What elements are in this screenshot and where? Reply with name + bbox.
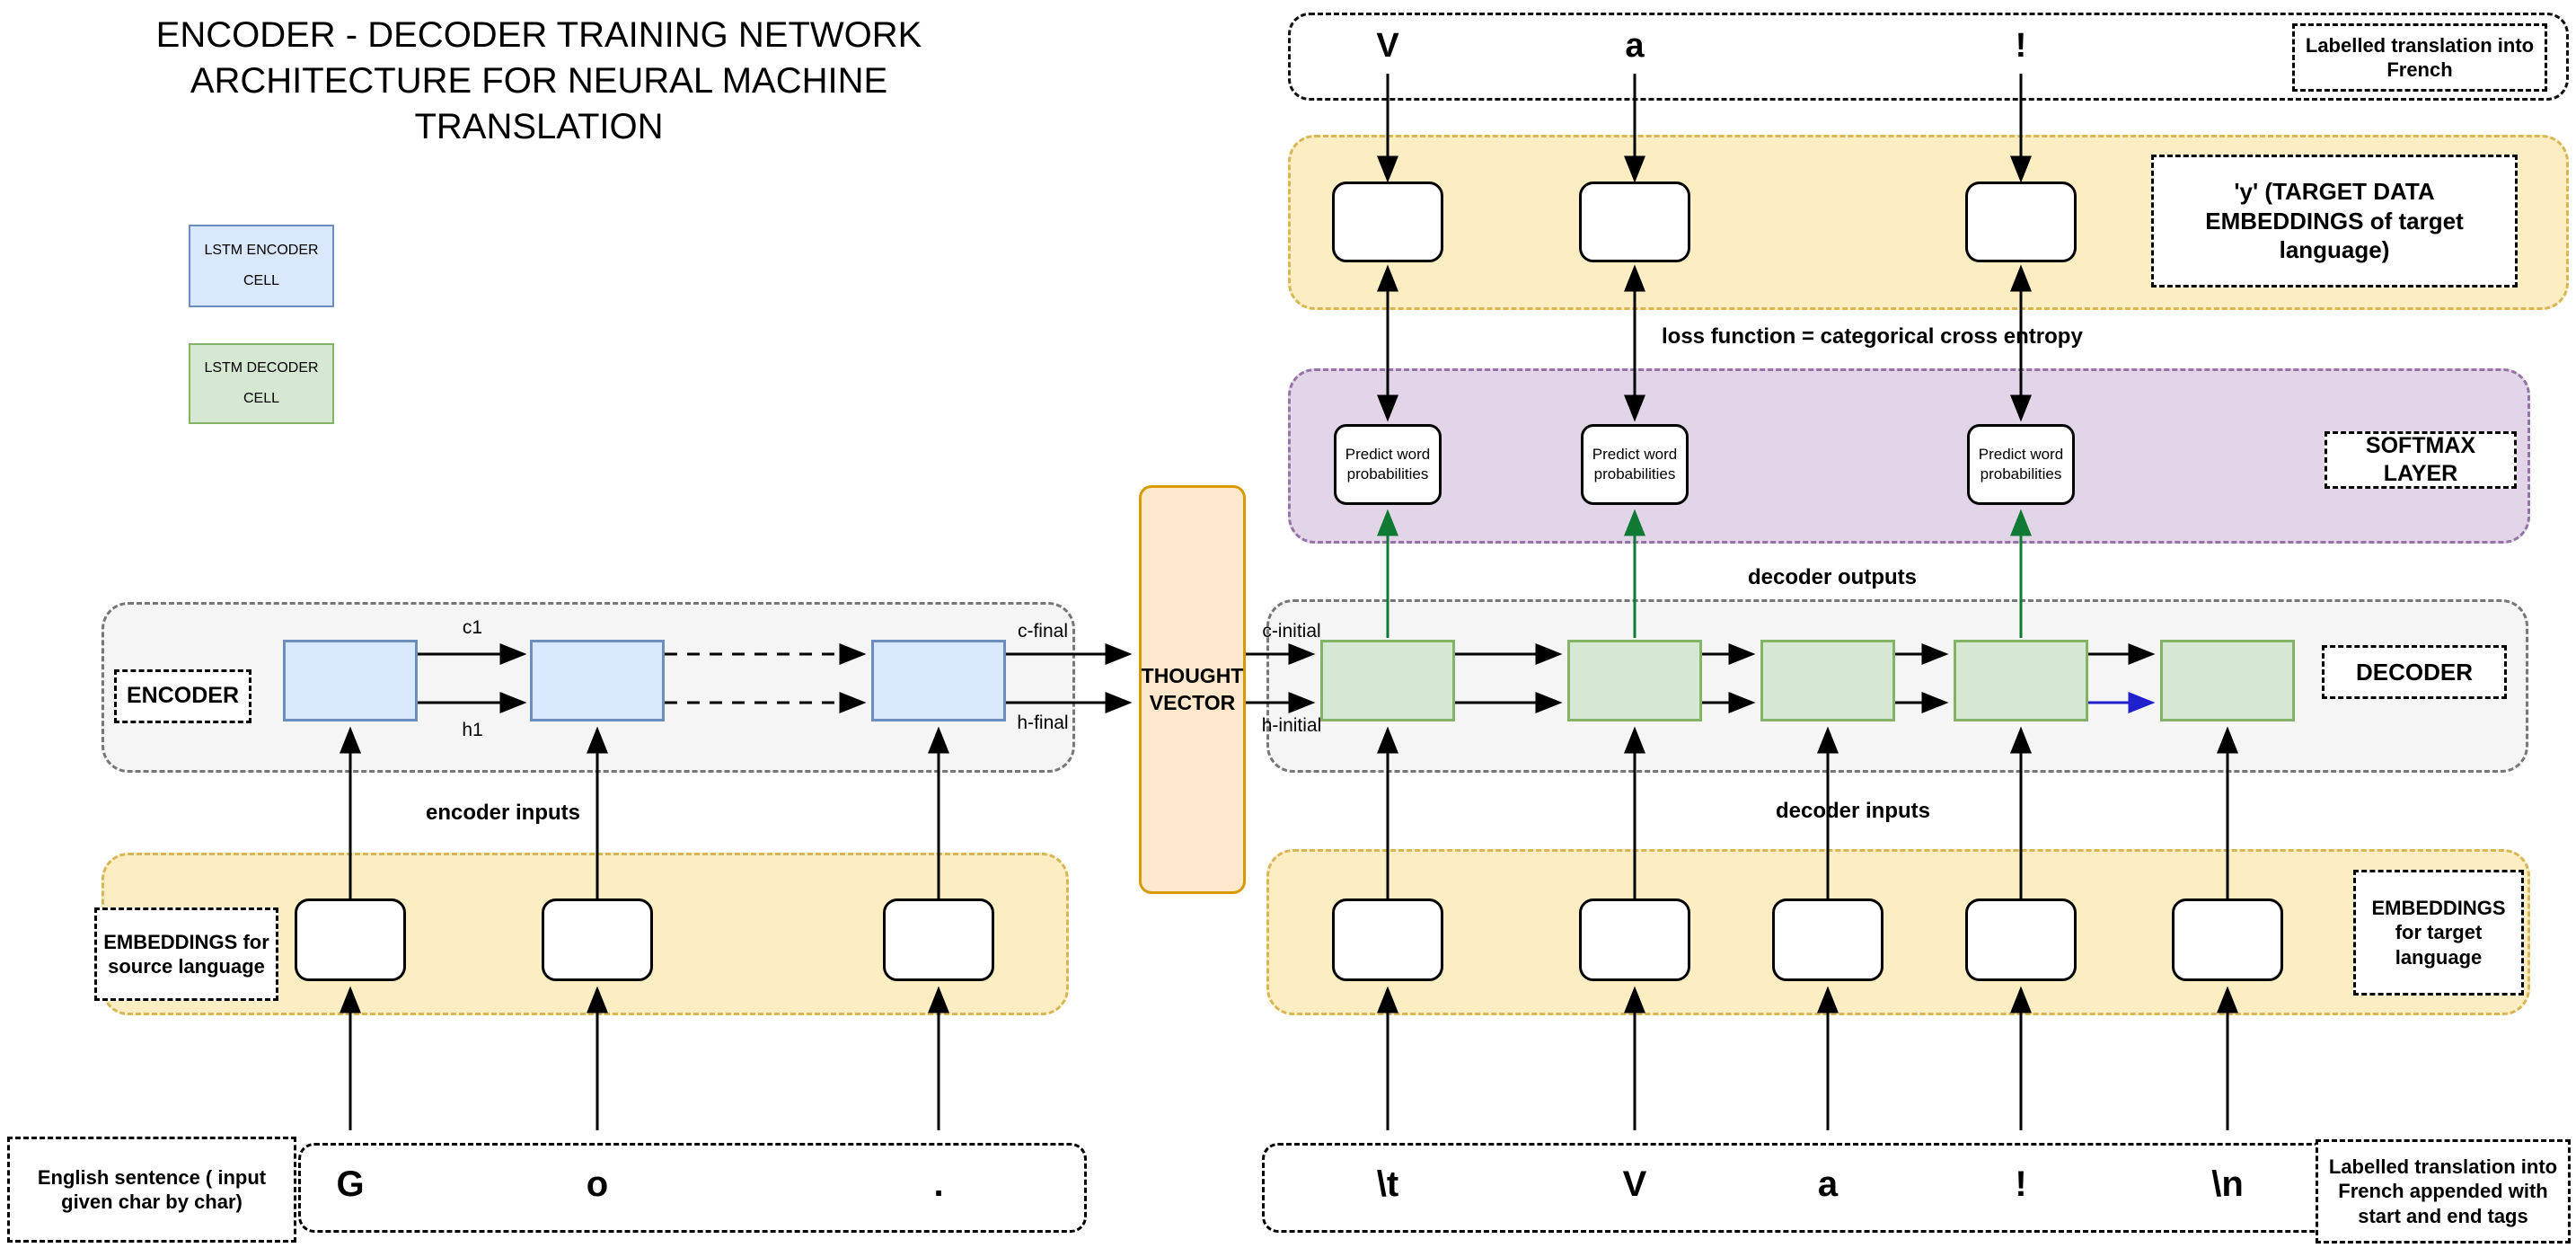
input-char-o: o [586, 1164, 609, 1204]
decoder-cell-5 [2160, 640, 2295, 721]
predict-box-2-text: Predict word probabilities [1592, 445, 1678, 482]
predict-box-1-text: Predict word probabilities [1345, 445, 1431, 482]
loss-function-label: loss function = categorical cross entrop… [1662, 324, 2083, 349]
source-embedding-box-1 [295, 898, 406, 981]
decoder-cell-1 [1320, 640, 1455, 721]
encoder-inputs-label: encoder inputs [425, 801, 581, 825]
encoder-cell-3 [871, 640, 1006, 721]
predict-box-2: Predict word probabilities [1581, 424, 1689, 505]
target-sentence-caption: Labelled translation into French appende… [2316, 1139, 2571, 1244]
output-char-v: V [1376, 27, 1399, 65]
target-embedding-box-3 [1965, 181, 2077, 262]
source-embedding-box-2 [542, 898, 653, 981]
source-embeddings-label: EMBEDDINGS for source language [94, 907, 278, 1001]
legend-lstm-encoder-cell: LSTM ENCODER CELL [189, 225, 334, 307]
softmax-layer-text: SOFTMAX LAYER [2365, 432, 2476, 486]
decoder-band [1266, 599, 2528, 773]
input-char-v: V [1622, 1164, 1647, 1204]
source-embedding-box-3 [883, 898, 994, 981]
h1-label: h1 [462, 720, 483, 740]
source-sentence-caption: English sentence ( input given char by c… [7, 1137, 296, 1243]
y-target-embeddings-label: 'y' (TARGET DATA EMBEDDINGS of target la… [2151, 155, 2518, 288]
diagram-title: ENCODER - DECODER TRAINING NETWORK ARCHI… [155, 15, 922, 147]
c1-label: c1 [462, 617, 483, 638]
target-input-embedding-box-3 [1772, 898, 1883, 981]
target-embeddings-text: EMBEDDINGS for target language [2371, 896, 2506, 969]
source-embeddings-text: EMBEDDINGS for source language [103, 930, 269, 978]
target-input-embedding-box-1 [1332, 898, 1443, 981]
output-char-a: a [1625, 27, 1645, 65]
target-embedding-box-2 [1579, 181, 1690, 262]
thought-vector-text: THOUGHT VECTOR [1141, 663, 1244, 714]
softmax-layer-label: SOFTMAX LAYER [2325, 431, 2517, 489]
target-embedding-box-1 [1332, 181, 1443, 262]
target-embeddings-label: EMBEDDINGS for target language [2353, 870, 2524, 996]
top-caption-french-text: Labelled translation into French [2305, 33, 2535, 82]
legend-lstm-decoder-cell: LSTM DECODER CELL [189, 343, 334, 424]
decoder-cell-4 [1954, 640, 2088, 721]
target-input-embedding-box-4 [1965, 898, 2077, 981]
predict-box-1: Predict word probabilities [1334, 424, 1442, 505]
input-char-a: a [1817, 1164, 1839, 1204]
legend-encoder-label: LSTM ENCODER CELL [204, 243, 319, 288]
decoder-label-text: DECODER [2355, 658, 2473, 686]
target-input-embedding-box-2 [1579, 898, 1690, 981]
input-char-g: G [336, 1164, 365, 1204]
encoder-label-text: ENCODER [126, 683, 239, 709]
target-input-embedding-box-5 [2172, 898, 2283, 981]
encoder-cell-2 [530, 640, 665, 721]
target-sentence-text: Labelled translation into French appende… [2328, 1155, 2558, 1227]
source-chars-row [298, 1143, 1087, 1233]
decoder-inputs-label: decoder inputs [1775, 799, 1931, 823]
softmax-band [1288, 368, 2530, 544]
h-initial-label: h-initial [1261, 715, 1322, 736]
predict-box-3: Predict word probabilities [1967, 424, 2075, 505]
top-caption-french: Labelled translation into French [2292, 23, 2547, 92]
c-initial-label: c-initial [1262, 621, 1321, 642]
thought-vector: THOUGHT VECTOR [1139, 485, 1246, 894]
predict-box-3-text: Predict word probabilities [1978, 445, 2064, 482]
input-char-tab: \t [1376, 1164, 1399, 1204]
decoder-outputs-label: decoder outputs [1747, 565, 1917, 589]
input-char-exclaim: ! [2015, 1164, 2027, 1204]
target-chars-row [1262, 1143, 2331, 1233]
encoder-label: ENCODER [114, 669, 251, 723]
decoder-label: DECODER [2322, 645, 2507, 699]
encoder-cell-1 [283, 640, 418, 721]
decoder-cell-3 [1760, 640, 1895, 721]
output-char-exclaim: ! [2015, 27, 2027, 65]
decoder-cell-2 [1567, 640, 1702, 721]
input-char-newline: \n [2211, 1164, 2244, 1204]
c-final-label: c-final [1017, 621, 1069, 642]
target-language-embeddings-band [1266, 849, 2530, 1015]
input-char-dot: . [933, 1164, 944, 1204]
source-sentence-text: English sentence ( input given char by c… [37, 1165, 267, 1214]
legend-decoder-label: LSTM DECODER CELL [204, 360, 319, 406]
h-final-label: h-final [1017, 713, 1069, 733]
y-target-embeddings-text: 'y' (TARGET DATA EMBEDDINGS of target la… [2205, 178, 2464, 264]
